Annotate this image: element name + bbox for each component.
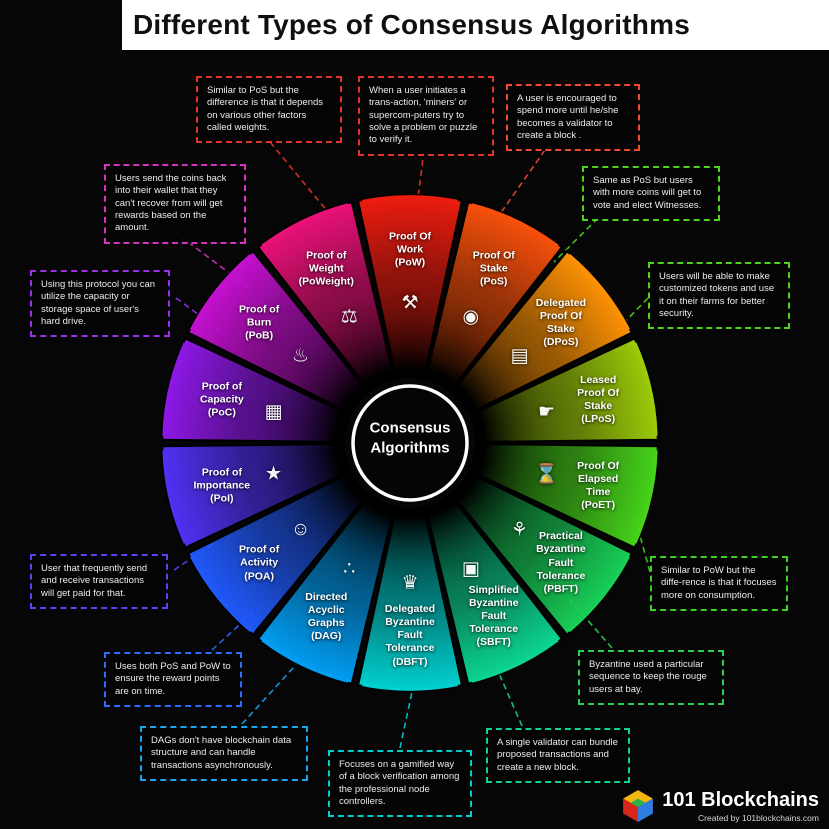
hand-token-icon: ☛ — [537, 401, 556, 423]
segment-poc-slice — [160, 336, 352, 444]
segment-lpos-slice — [468, 336, 660, 444]
callout-lpos-connector — [616, 297, 649, 331]
callout-dag-connector — [241, 655, 305, 725]
callout-dpos-connector — [553, 217, 599, 263]
callout-sbft: A single validator can bundle proposed t… — [486, 728, 630, 784]
callout-pbft: Byzantine used a particular sequence to … — [578, 650, 724, 706]
callout-poweight-connector — [269, 141, 329, 213]
ballot-box-icon: ▤ — [510, 345, 529, 367]
segment-lpos-label: Leased Proof Of Stake (LPoS) — [577, 373, 620, 426]
coin-icon: ◉ — [462, 306, 480, 328]
segment-poi-rim — [162, 450, 187, 544]
segment-poa-rim — [190, 555, 253, 633]
segment-pow-rim — [362, 195, 458, 204]
segment-dag-slice — [256, 493, 397, 686]
plant-hands-icon: ⚘ — [510, 519, 528, 541]
person-network-icon: ☺ — [290, 519, 311, 541]
segment-poa-slice — [186, 470, 370, 637]
wheel-center-label-bottom: Algorithms — [370, 439, 450, 456]
hard-drive-icon: ▦ — [264, 401, 283, 423]
segment-pbft-label: Practical Byzantine Fault Tolerance (PBF… — [536, 530, 586, 596]
segment-dag-rim — [261, 638, 349, 683]
segment-pob-label: Proof of Burn (PoB) — [238, 302, 280, 342]
callout-pow: When a user initiates a trans-action, 'm… — [358, 76, 494, 156]
segment-sbft-label: Simplified Byzantine Fault Tolerance (SB… — [468, 584, 519, 649]
brand-credit: Created by 101blockchains.com — [698, 812, 819, 823]
segment-dbft-rim — [362, 682, 458, 691]
segment-pob-slice — [186, 249, 370, 416]
callout-dbft: Focuses on a gamified way of a block ver… — [328, 750, 472, 818]
weight-scale-icon: ⚖ — [340, 306, 358, 328]
segment-poa-label: Proof of Activity (POA) — [238, 543, 280, 582]
award-icon: ♛ — [401, 572, 419, 594]
callout-dpos: Same as PoS but users with more coins wi… — [582, 166, 720, 222]
page-title: Different Types of Consensus Algorithms — [133, 9, 690, 40]
segment-poweight-label: Proof of Weight (PoWeight) — [298, 249, 354, 288]
segment-dpos-rim — [567, 253, 630, 331]
title-banner — [122, 0, 829, 50]
flame-icon: ♨ — [292, 345, 310, 367]
callout-poa: Uses both PoS and PoW to ensure the rewa… — [104, 652, 242, 708]
segment-lpos-rim — [633, 342, 658, 436]
segment-poweight-slice — [256, 200, 397, 393]
segment-dbft-slice — [356, 506, 464, 693]
pickaxe-icon: ⚒ — [401, 292, 419, 314]
segment-pos-label: Proof Of Stake (PoS) — [472, 249, 515, 288]
callout-poet: Similar to PoW but the diffe-rence is th… — [650, 556, 788, 612]
callout-poweight: Similar to PoS but the difference is tha… — [196, 76, 342, 144]
callout-poi: User that frequently send and receive tr… — [30, 554, 168, 610]
cube-icon: ▣ — [461, 558, 480, 580]
brand-footer: 101 Blockchains Created by 101blockchain… — [622, 789, 819, 823]
segment-poweight-rim — [261, 203, 349, 248]
callout-lpos: Users will be able to make customized to… — [648, 262, 790, 330]
segment-dbft-label: Delegated Byzantine Fault Tolerance (DBF… — [384, 603, 436, 668]
badge-icon: ★ — [264, 463, 283, 485]
segment-pos-slice — [423, 200, 564, 393]
callout-dag: DAGs don't have blockchain data structur… — [140, 726, 308, 782]
segment-poc-label: Proof of Capacity (PoC) — [199, 380, 244, 419]
wheel-center-label: Consensus Algorithms — [370, 419, 451, 458]
segment-poc-rim — [162, 342, 187, 436]
segment-poet-label: Proof Of Elapsed Time (PoET) — [577, 459, 620, 512]
segment-poet-slice — [468, 442, 660, 550]
callout-pow-connector — [417, 149, 425, 199]
segment-poet-rim — [633, 450, 658, 544]
segment-sbft-rim — [471, 638, 559, 683]
segment-pbft-rim — [567, 555, 630, 633]
segment-pbft-slice — [450, 470, 634, 637]
wheel-center-label-top: Consensus — [369, 419, 451, 437]
segment-dpos-slice — [450, 249, 634, 416]
callout-poc: Using this protocol you can utilize the … — [30, 270, 170, 338]
graph-nodes-icon: ∴ — [343, 558, 356, 580]
callout-pob: Users send the coins back into their wal… — [104, 164, 246, 244]
timer-icon: ⌛ — [534, 464, 559, 486]
callout-sbft-connector — [493, 661, 523, 727]
segment-pow-slice — [356, 193, 464, 380]
brand-name: 101 Blockchains — [662, 788, 819, 811]
segment-pow-label: Proof Of Work (PoW) — [389, 230, 431, 269]
callout-pos: A user is encouraged to spend more until… — [506, 84, 640, 152]
segment-pos-rim — [471, 203, 559, 248]
segment-sbft-slice — [423, 493, 564, 686]
segment-poi-label: Proof of Importance (PoI) — [193, 466, 251, 505]
101blockchains-logo-icon — [623, 790, 654, 822]
wheel-center-circle — [351, 384, 469, 502]
segment-poi-slice — [160, 442, 352, 550]
segment-pob-rim — [190, 253, 253, 331]
segment-dpos-label: Delegated Proof Of Stake (DPoS) — [535, 296, 586, 348]
segment-dag-label: Directed Acyclic Graphs (DAG) — [305, 590, 348, 642]
callout-pos-connector — [499, 149, 546, 215]
